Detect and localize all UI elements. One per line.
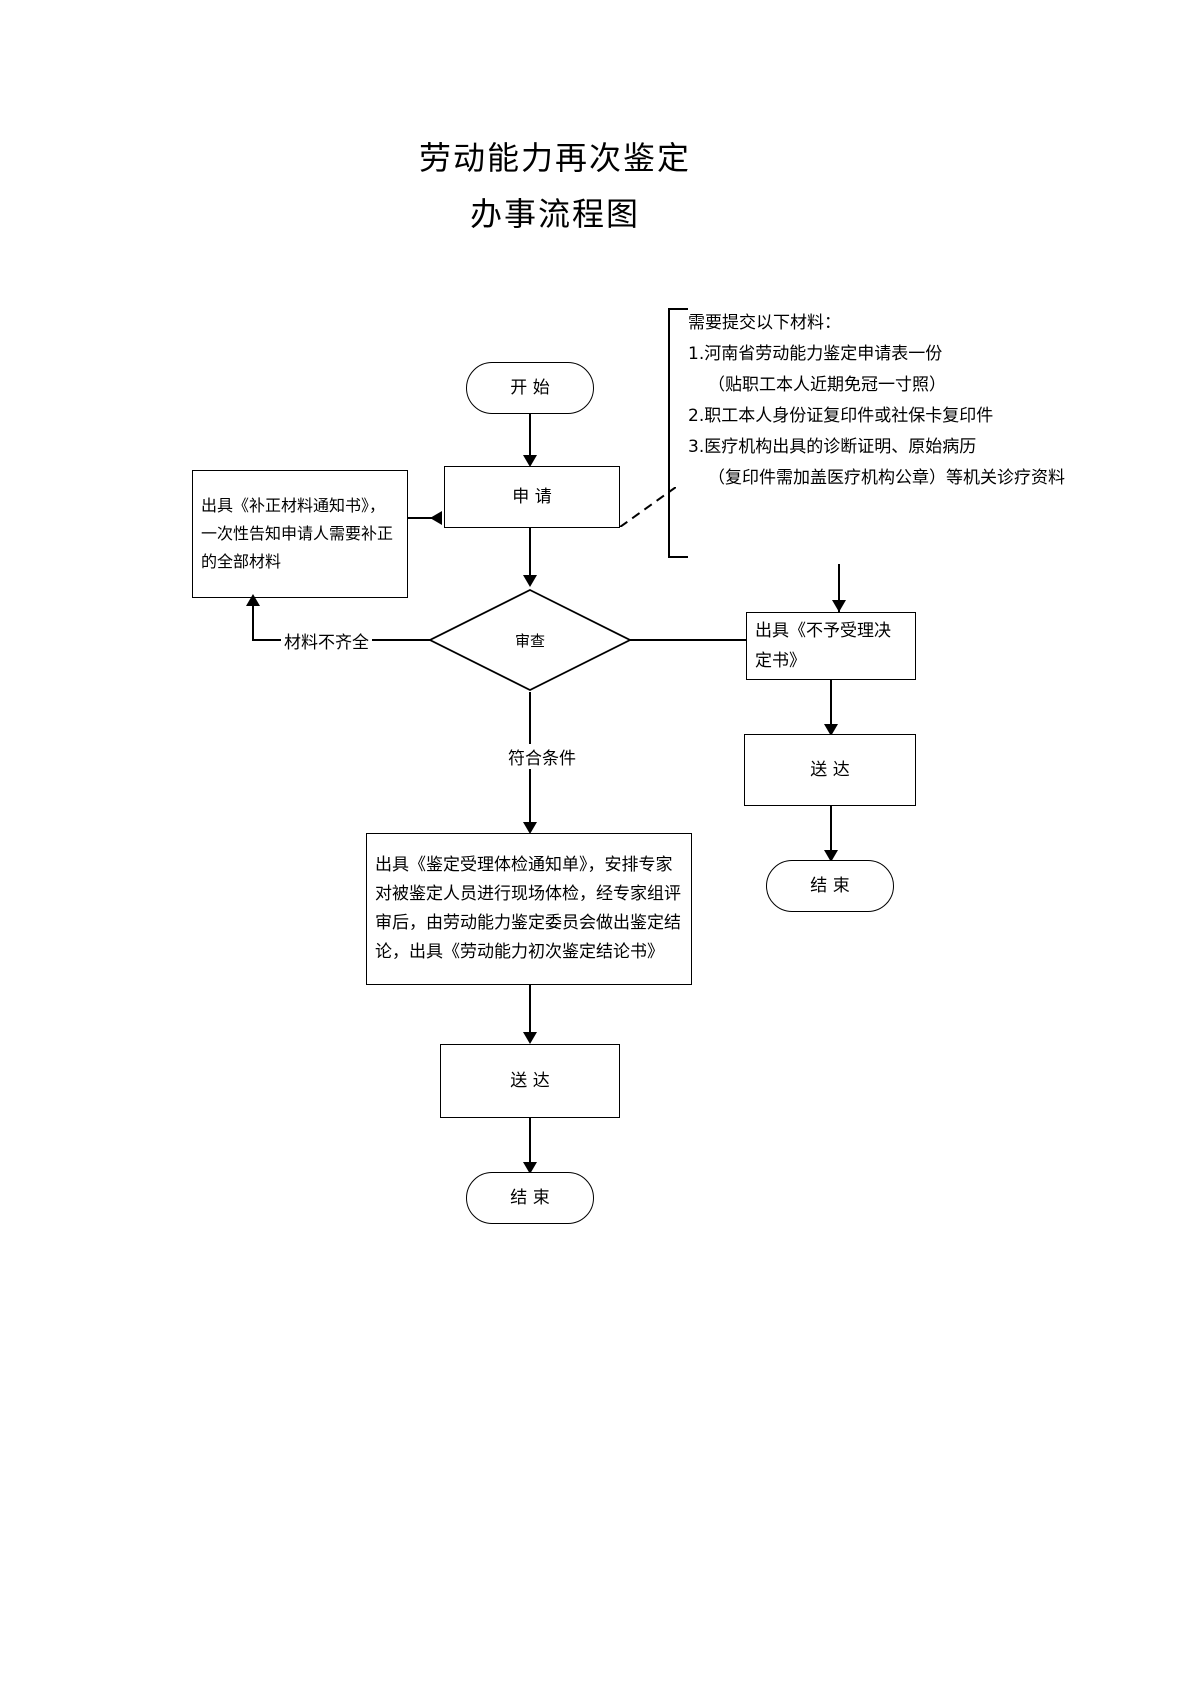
arrow-deliver-to-end-main [523,1162,537,1174]
arrow-start-to-apply [523,455,537,467]
node-start: 开 始 [466,362,594,414]
arrow-apply-to-review [523,575,537,587]
arrow-reject-to-deliver [824,724,838,736]
arrow-correction-to-apply [430,511,442,525]
title-line-2: 办事流程图 [469,195,640,233]
arrow-review-to-appraisal [523,822,537,834]
node-end-main: 结 束 [466,1172,594,1224]
node-appraisal: 出具《鉴定受理体检通知单》，安排专家对被鉴定人员进行现场体检，经专家组评审后，由… [366,833,692,985]
edge-review-to-reject [628,639,840,641]
node-reject-notice-label: 出具《不予受理决定书》 [755,621,891,671]
node-start-label: 开 始 [510,378,550,398]
edge-correction-to-apply [408,517,434,519]
node-end-right: 结 束 [766,860,894,912]
node-review-label: 审查 [514,631,545,650]
materials-note-heading: 需要提交以下材料： [688,313,841,333]
node-correction-notice: 出具《补正材料通知书》，一次性告知申请人需要补正的全部材料 [192,470,408,598]
page-title: 劳动能力再次鉴定 办事流程图 [0,130,1110,242]
materials-note-item-3-sub: （复印件需加盖医疗机构公章）等机关诊疗资料 [708,468,1065,488]
node-deliver-right-label: 送 达 [810,760,850,780]
node-deliver-main: 送 达 [440,1044,620,1118]
node-deliver-main-label: 送 达 [510,1071,550,1091]
node-reject-notice: 出具《不予受理决定书》 [746,612,916,680]
edge-correction-riser [252,604,254,641]
edge-apply-to-review [529,528,531,582]
edge-deliver-to-end-right [830,806,832,860]
arrow-to-correction [246,594,260,606]
node-review: 审查 [427,588,633,692]
arrow-to-reject-notice [832,600,846,612]
node-apply: 申 请 [444,466,620,528]
edge-deliver-to-end-main [529,1118,531,1172]
edge-label-qualified: 符合条件 [505,744,579,769]
edge-start-to-apply [529,414,531,462]
materials-note: 需要提交以下材料： 1.河南省劳动能力鉴定申请表一份 （贴职工本人近期免冠一寸照… [688,308,1188,494]
diamond-shape [427,588,633,692]
edge-reject-to-deliver [830,680,832,734]
materials-note-item-1: 1.河南省劳动能力鉴定申请表一份 [688,344,943,364]
node-end-main-label: 结 束 [510,1188,550,1208]
node-correction-notice-label: 出具《补正材料通知书》，一次性告知申请人需要补正的全部材料 [201,496,394,571]
dashed-connector [620,487,676,527]
materials-note-item-1-sub: （贴职工本人近期免冠一寸照） [708,375,946,395]
title-line-1: 劳动能力再次鉴定 [418,139,691,177]
edge-label-incomplete: 材料不齐全 [281,628,372,653]
edge-appraisal-to-deliver [529,985,531,1041]
arrow-appraisal-to-deliver [523,1032,537,1044]
node-end-right-label: 结 束 [810,876,850,896]
materials-bracket [668,308,688,558]
node-apply-label: 申 请 [512,487,552,507]
materials-note-item-3: 3.医疗机构出具的诊断证明、原始病历 [688,437,977,457]
node-deliver-right: 送 达 [744,734,916,806]
materials-note-item-2: 2.职工本人身份证复印件或社保卡复印件 [688,406,994,426]
arrow-deliver-to-end-right [824,850,838,862]
node-appraisal-label: 出具《鉴定受理体检通知单》，安排专家对被鉴定人员进行现场体检，经专家组评审后，由… [375,855,681,962]
